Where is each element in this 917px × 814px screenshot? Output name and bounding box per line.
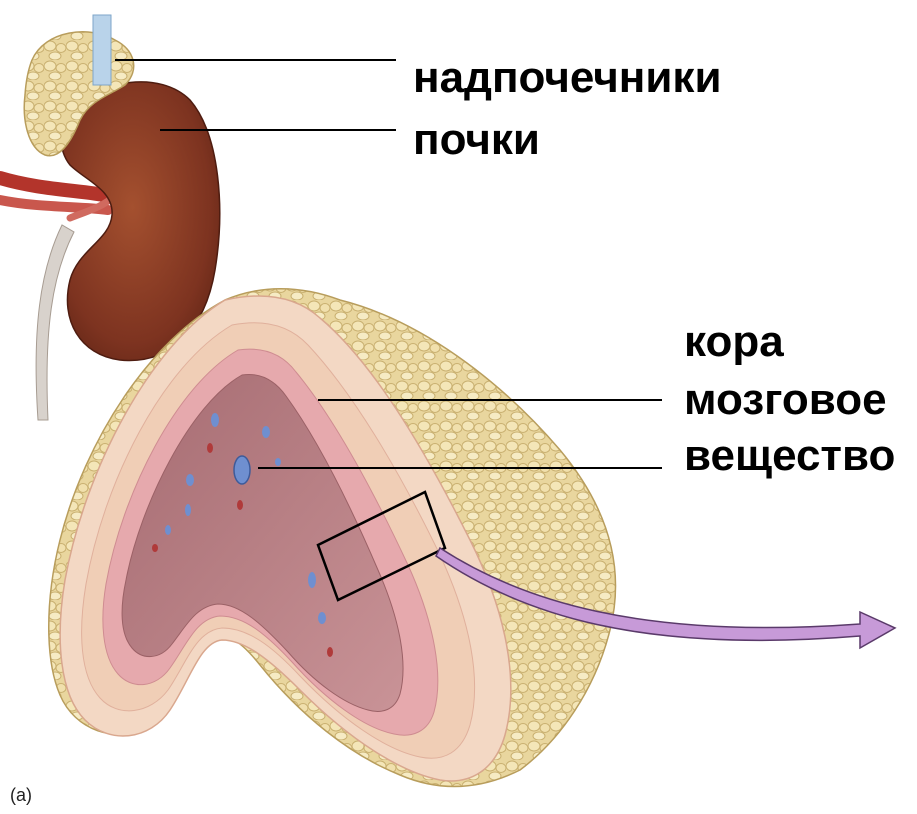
panel-letter: (a) [10,786,32,804]
label-cortex: кора [684,320,784,364]
label-medulla-line2: вещество [684,434,895,478]
adrenal-vein [93,15,111,85]
label-medulla-line1: мозговое [684,378,887,422]
ureter [36,225,74,420]
label-adrenal-glands: надпочечники [413,56,722,100]
label-kidneys: почки [413,118,540,162]
